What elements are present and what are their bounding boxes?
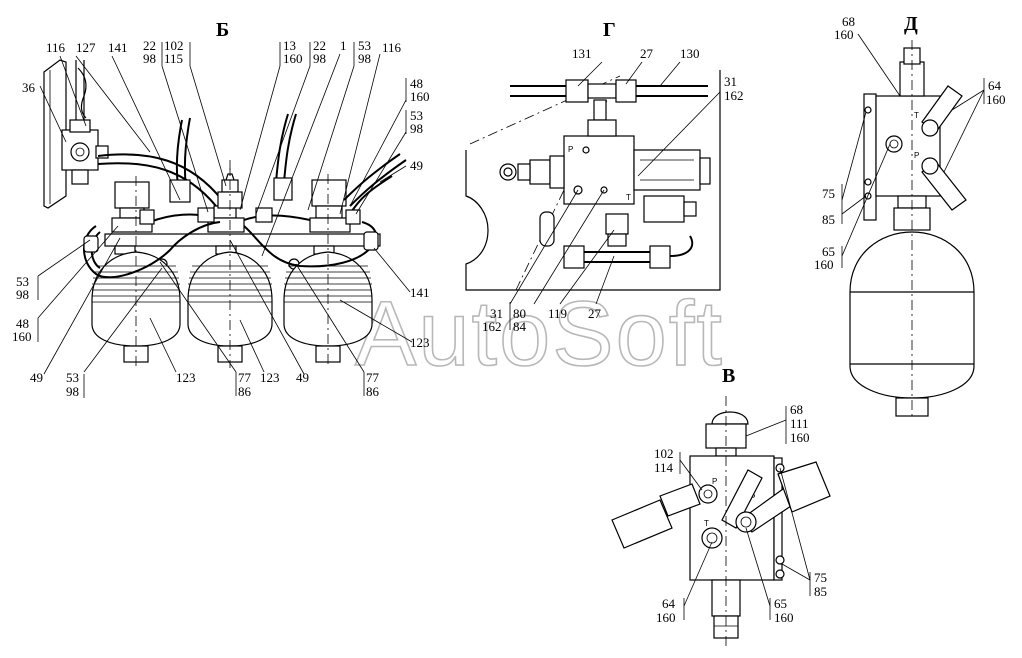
label-d-160b: 160 — [986, 92, 1006, 107]
label-d-160c: 160 — [814, 257, 834, 272]
label-b-48b: 48 — [16, 316, 29, 331]
label-b-53a: 53 — [358, 38, 371, 53]
label-g-162b: 162 — [482, 319, 502, 334]
label-g-131: 131 — [572, 46, 592, 61]
label-b-49c: 49 — [296, 370, 309, 385]
label-b-22b: 22 — [313, 38, 326, 53]
connecting-hoses — [83, 113, 407, 279]
label-b-49b: 49 — [30, 370, 43, 385]
view-d: Д T P — [814, 13, 1006, 420]
label-b-48a: 48 — [410, 76, 423, 91]
view-b-title: Б — [216, 19, 229, 41]
label-b-36: 36 — [22, 80, 36, 95]
view-d-labels: 68 160 64 160 75 85 65 160 — [814, 14, 1006, 272]
label-g-119: 119 — [548, 306, 567, 321]
label-d-160a: 160 — [834, 27, 854, 42]
label-g-80: 80 — [513, 306, 526, 321]
view-b-labels: 116 127 141 22 98 102 115 13 160 22 98 1… — [12, 38, 430, 399]
label-v-160c: 160 — [774, 610, 794, 625]
label-g-27a: 27 — [640, 46, 654, 61]
label-b-53c: 53 — [16, 274, 29, 289]
label-b-123c: 123 — [410, 335, 430, 350]
label-b-160c: 160 — [12, 329, 32, 344]
label-v-75: 75 — [814, 570, 827, 585]
label-d-68: 68 — [842, 14, 855, 29]
view-g-labels: 131 27 130 31 162 31 162 80 84 119 27 — [482, 46, 744, 334]
label-b-127: 127 — [76, 40, 96, 55]
label-b-98c: 98 — [358, 51, 371, 66]
label-b-98d: 98 — [410, 121, 423, 136]
valve-block — [563, 135, 635, 205]
label-g-27b: 27 — [588, 306, 602, 321]
label-g-84: 84 — [513, 319, 527, 334]
label-b-13: 13 — [283, 38, 296, 53]
label-d-65: 65 — [822, 244, 835, 259]
label-d-85: 85 — [822, 212, 835, 227]
label-b-116: 116 — [46, 40, 66, 55]
label-b-102: 102 — [164, 38, 184, 53]
view-v: В P T P — [611, 365, 831, 648]
label-v-160b: 160 — [656, 610, 676, 625]
view-g-leaders — [509, 61, 721, 330]
port-mark-p-v2: P — [750, 493, 755, 502]
view-v-leaders — [679, 406, 811, 620]
label-v-160a: 160 — [790, 430, 810, 445]
label-b-116b: 116 — [382, 40, 402, 55]
view-g-title: Г — [603, 19, 616, 41]
view-d-leaders — [841, 33, 985, 268]
label-v-102: 102 — [654, 446, 674, 461]
port-mark-t-d: T — [914, 111, 919, 120]
label-v-114: 114 — [654, 460, 674, 475]
label-v-64: 64 — [662, 596, 676, 611]
view-d-title: Д — [904, 13, 918, 35]
label-b-53d: 53 — [66, 370, 79, 385]
port-mark-t: T — [626, 193, 631, 202]
label-b-141b: 141 — [410, 285, 430, 300]
label-b-77b: 77 — [366, 370, 380, 385]
label-b-1: 1 — [340, 38, 347, 53]
label-d-75: 75 — [822, 186, 835, 201]
label-v-65: 65 — [774, 596, 787, 611]
label-b-98e: 98 — [16, 287, 29, 302]
label-d-64: 64 — [988, 78, 1002, 93]
label-b-49a: 49 — [410, 158, 423, 173]
port-mark-p: P — [568, 145, 573, 154]
label-b-123b: 123 — [260, 370, 280, 385]
label-b-98b: 98 — [313, 51, 326, 66]
label-g-162a: 162 — [724, 88, 744, 103]
label-b-160a: 160 — [283, 51, 303, 66]
label-b-53b: 53 — [410, 108, 423, 123]
port-mark-p-d: P — [914, 151, 919, 160]
view-b-leaders — [37, 42, 413, 398]
label-b-160b: 160 — [410, 89, 430, 104]
label-b-86b: 86 — [366, 384, 380, 399]
port-mark-t-v: T — [704, 519, 709, 528]
label-b-86a: 86 — [238, 384, 252, 399]
label-v-85: 85 — [814, 584, 827, 599]
view-b: Б — [12, 19, 430, 399]
watermark: AutoSoft — [355, 283, 724, 385]
label-b-115: 115 — [164, 51, 183, 66]
label-g-31a: 31 — [724, 74, 737, 89]
view-g: Г P T — [465, 19, 744, 334]
label-b-77a: 77 — [238, 370, 252, 385]
label-b-22a: 22 — [143, 38, 156, 53]
left-bracket — [43, 59, 109, 209]
label-b-141: 141 — [108, 40, 128, 55]
solenoid — [633, 149, 701, 191]
label-v-68: 68 — [790, 402, 803, 417]
port-mark-p-v: P — [712, 477, 717, 486]
label-g-31b: 31 — [490, 306, 503, 321]
view-v-labels: 68 111 160 102 114 64 160 65 160 75 85 — [654, 402, 827, 625]
label-b-98f: 98 — [66, 384, 79, 399]
central-valve — [217, 168, 243, 209]
label-b-123a: 123 — [176, 370, 196, 385]
label-g-130: 130 — [680, 46, 700, 61]
label-v-111: 111 — [790, 416, 809, 431]
label-b-98a: 98 — [143, 51, 156, 66]
view-v-title: В — [722, 365, 735, 387]
